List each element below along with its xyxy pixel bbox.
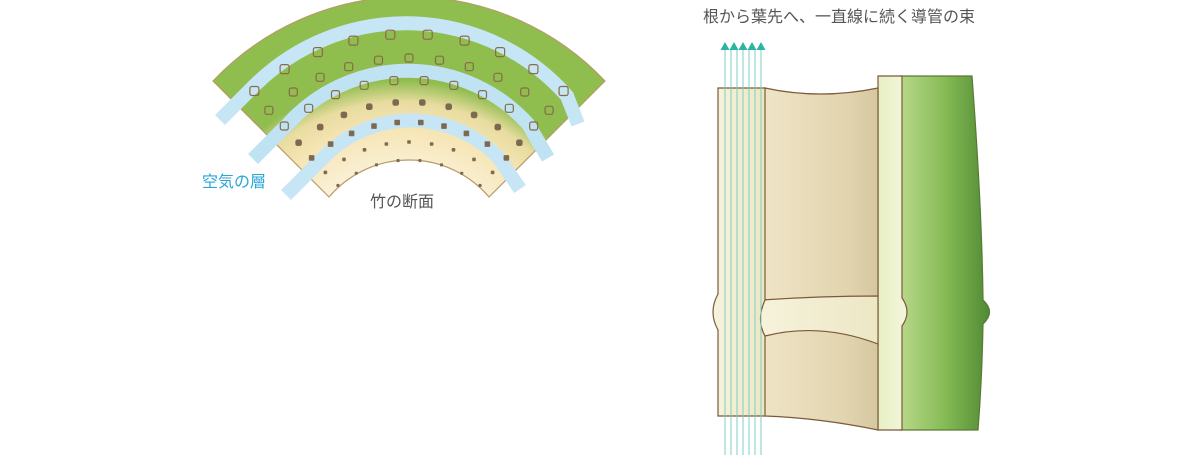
vascular-bundle-dot	[479, 184, 482, 187]
vascular-bundle-dot	[317, 124, 323, 130]
vascular-bundle-dot	[430, 143, 433, 146]
cross-section-label: 竹の断面	[370, 192, 434, 211]
triangle-up-icon	[730, 42, 739, 50]
triangle-up-icon	[748, 42, 757, 50]
vascular-bundle-dot	[464, 131, 469, 136]
vascular-bundle-dot	[446, 104, 452, 110]
air-layer-label: 空気の層	[202, 172, 266, 191]
vascular-bundle-dot	[473, 158, 476, 161]
vascular-bundle-dot	[442, 124, 447, 129]
vascular-bundle-dot	[341, 112, 347, 118]
vascular-bundle-dot	[461, 172, 464, 175]
vascular-bundle-dot	[408, 141, 411, 144]
vascular-bundle-dot	[324, 171, 327, 174]
vascular-bundle-dot	[485, 142, 490, 147]
vascular-bundle-dot	[504, 155, 509, 160]
culm-left-wall	[713, 88, 765, 416]
vascular-bundle-dot	[452, 148, 455, 151]
vascular-bundle-dot	[491, 171, 494, 174]
bamboo-longitudinal-figure: 根から葉先へ、一直線に続く導管の束	[703, 7, 990, 455]
triangle-up-icon	[757, 42, 766, 50]
triangle-up-icon	[739, 42, 748, 50]
vascular-bundle-dot	[393, 100, 399, 106]
vascular-bundle-dot	[296, 140, 302, 146]
vascular-bundle-dot	[372, 124, 377, 129]
upper-internode-cavity	[764, 88, 879, 300]
triangle-up-icon	[721, 42, 730, 50]
vascular-bundle-dot	[419, 100, 425, 106]
vascular-bundle-dot	[418, 120, 423, 125]
vascular-bundle-dot	[309, 155, 314, 160]
vascular-bundle-dot	[337, 184, 340, 187]
vascular-bundle-dot	[495, 124, 501, 130]
vascular-bundle-dot	[343, 158, 346, 161]
vascular-bundle-dot	[375, 164, 378, 167]
vascular-bundle-dot	[366, 104, 372, 110]
vascular-bundle-dot	[419, 159, 422, 162]
vascular-bundle-dot	[397, 159, 400, 162]
culm-outer-surface	[900, 76, 990, 430]
vascular-bundle-dot	[385, 143, 388, 146]
vascular-bundle-dot	[395, 120, 400, 125]
vascular-bundle-dot	[355, 172, 358, 175]
lower-internode-cavity	[763, 331, 879, 430]
vascular-bundle-caption: 根から葉先へ、一直線に続く導管の束	[703, 7, 975, 26]
vascular-bundle-dot	[349, 131, 354, 136]
vascular-bundle-dot	[440, 164, 443, 167]
vascular-bundle-dot	[471, 112, 477, 118]
bamboo-cross-section-figure: 空気の層 竹の断面	[202, 0, 605, 211]
vascular-bundle-dot	[328, 142, 333, 147]
vascular-bundle-dot	[516, 140, 522, 146]
vessel-flow-arrows	[721, 42, 766, 50]
vascular-bundle-dot	[363, 148, 366, 151]
